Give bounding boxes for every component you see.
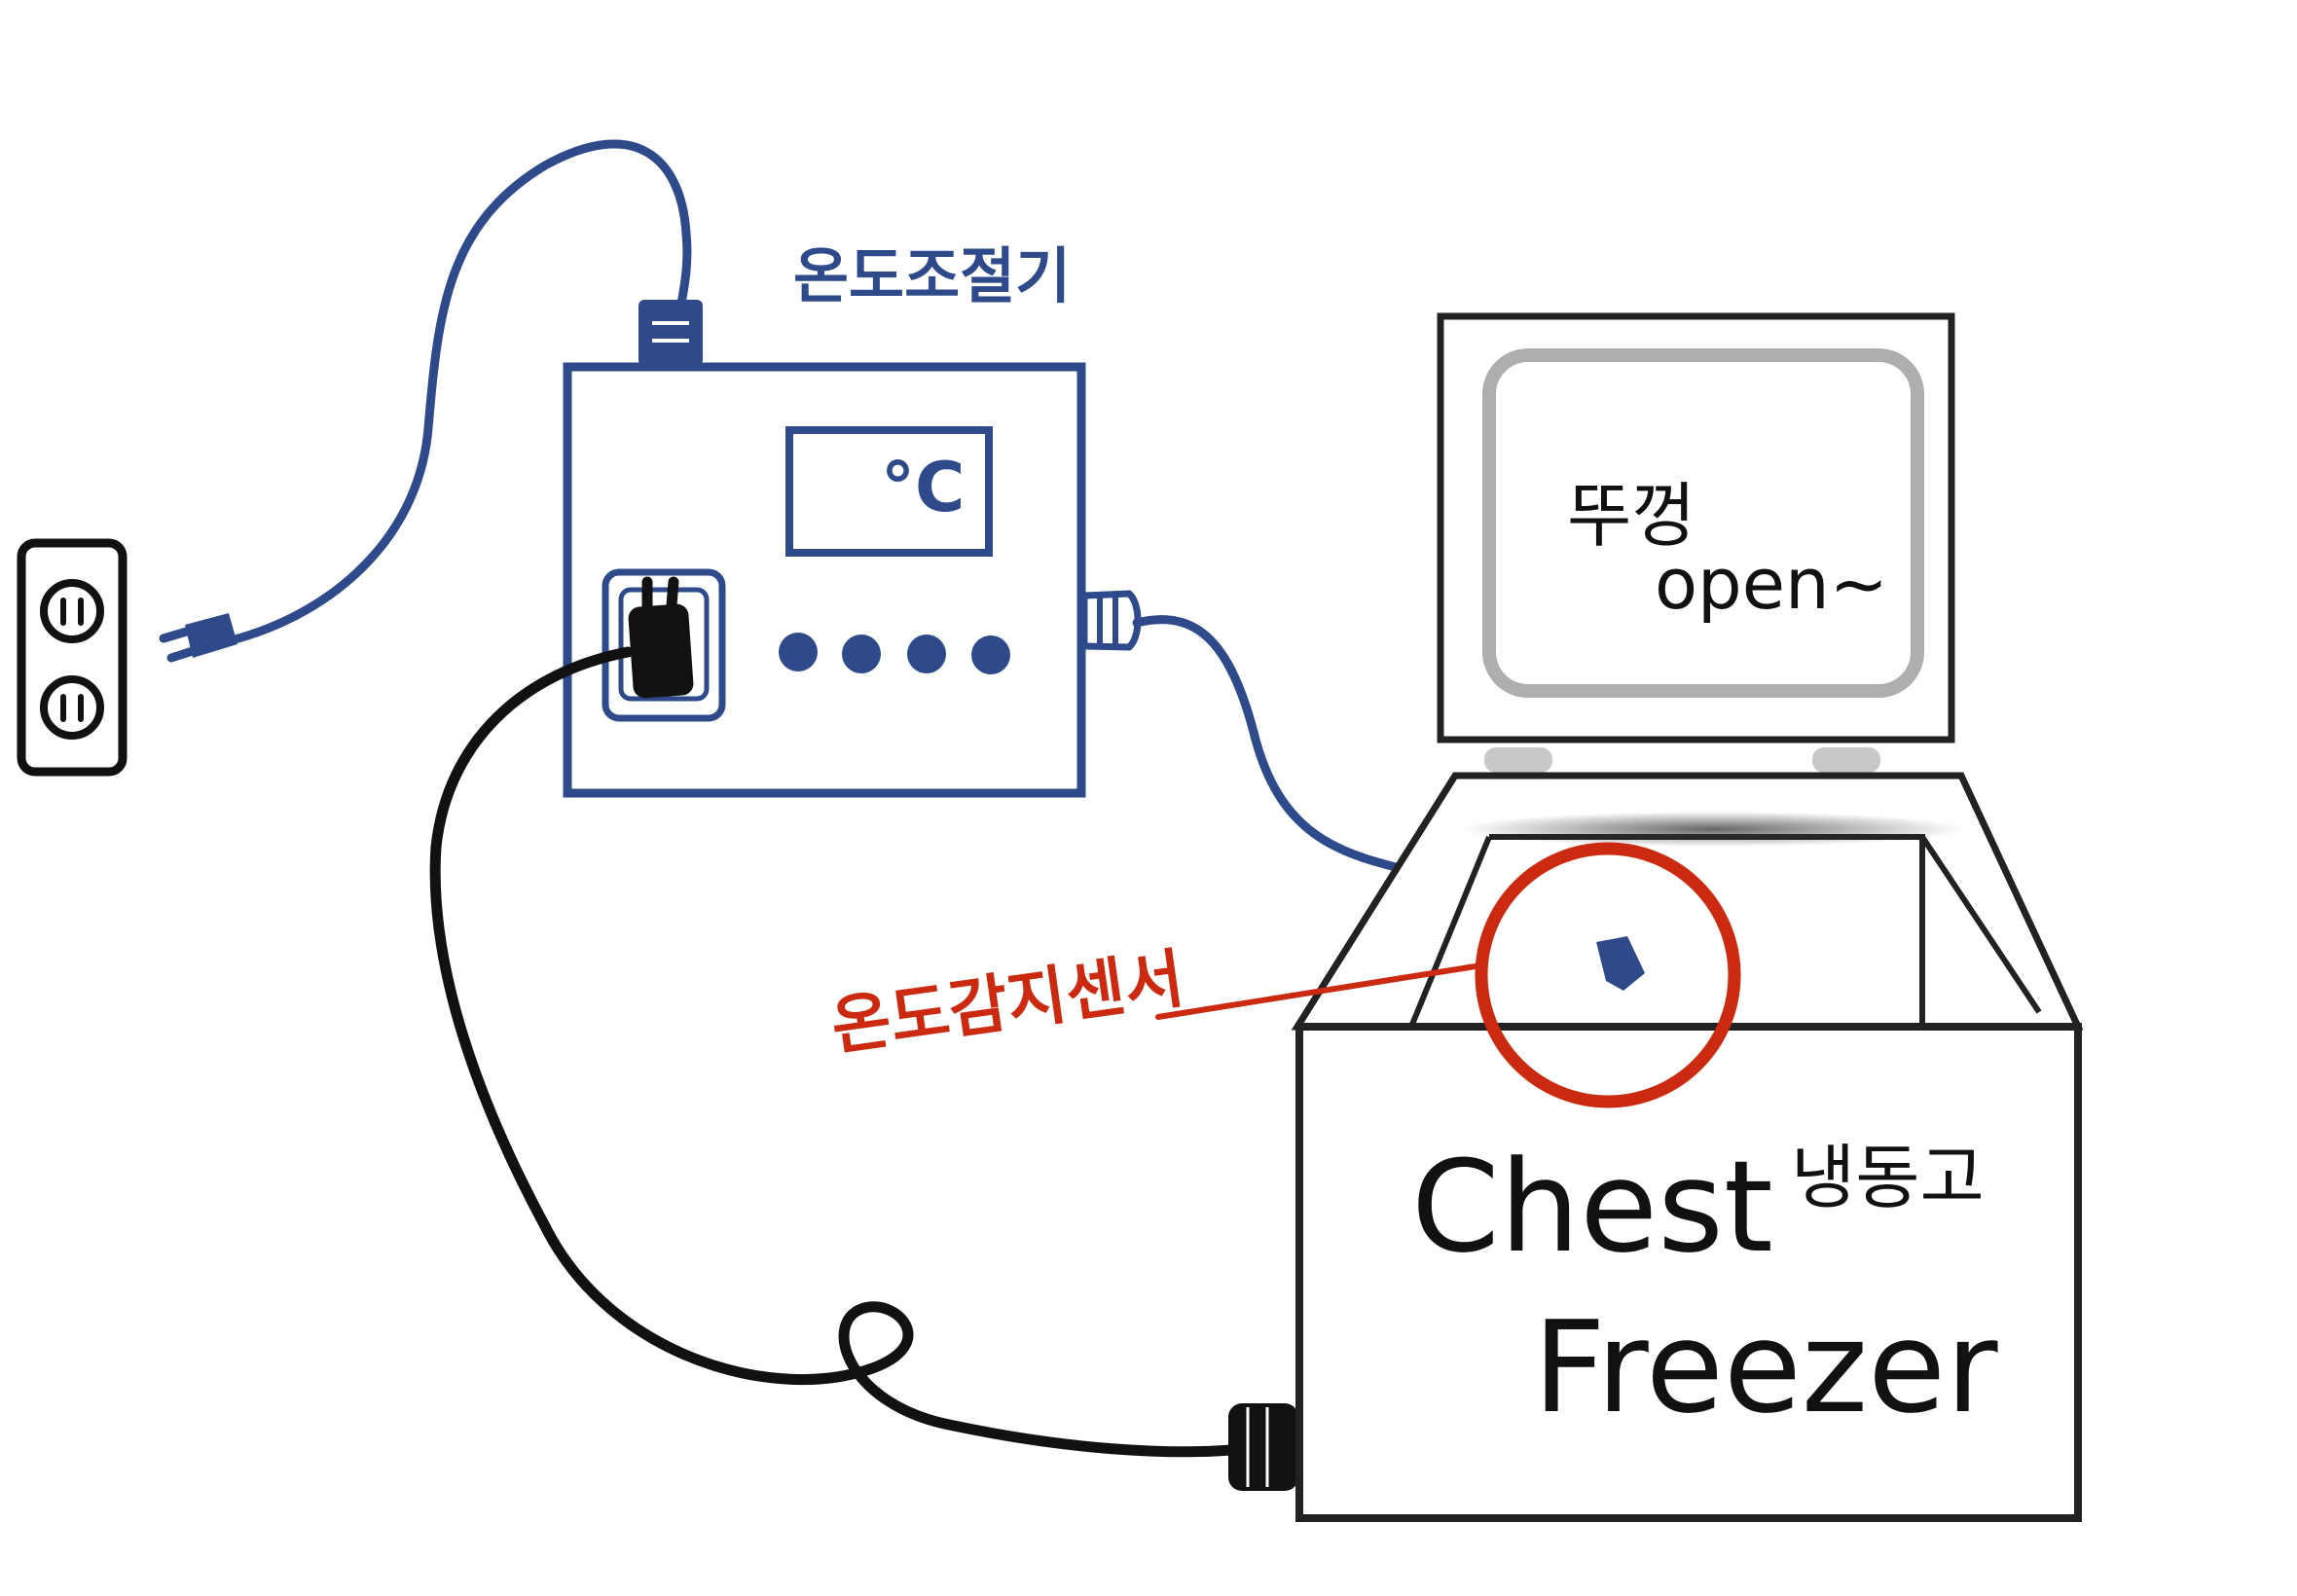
lid-label-line2: open~ — [1655, 543, 1888, 625]
temperature-display — [785, 426, 993, 557]
lid-hinge-left — [1484, 747, 1552, 773]
controller-button-4[interactable] — [971, 635, 1010, 674]
freezer-lid: 뚜껑 open~ — [1437, 312, 1955, 773]
freezer-front — [1295, 1023, 2082, 1522]
controller-button-1[interactable] — [779, 633, 818, 671]
controller-button-3[interactable] — [907, 635, 946, 673]
freezer-power-cable — [429, 646, 1237, 1458]
outlet-socket-top — [40, 579, 104, 643]
freezer-interior-shadow — [1460, 812, 1966, 847]
freezer-label-korean: 냉동고 — [1791, 1137, 1985, 1218]
sensor-highlight-circle — [1475, 842, 1741, 1108]
temperature-controller: °C — [563, 362, 1142, 798]
lid-label-line1: 뚜껑 — [1567, 475, 1695, 557]
chest-freezer: Chest 냉동고 Freezer — [1291, 772, 2084, 1522]
wall-outlet — [17, 538, 128, 777]
controller-power-plug — [159, 613, 237, 663]
lid-hinge-right — [1812, 747, 1880, 773]
freezer-label-freezer: Freezer — [1533, 1293, 1998, 1441]
freezer-label-chest: Chest — [1411, 1133, 1773, 1281]
controller-cable-connector — [638, 300, 703, 366]
freezer-power-plug — [628, 576, 694, 699]
controller-button-2[interactable] — [842, 635, 881, 673]
celsius-readout: °C — [881, 448, 965, 527]
sensor-label: 온도감지센서 — [827, 941, 1188, 1065]
controller-label: 온도조절기 — [793, 240, 1071, 311]
sensor-port — [1080, 590, 1142, 651]
outlet-socket-bottom — [40, 675, 104, 740]
freezer-cable-connector — [1228, 1403, 1298, 1491]
lid-panel — [1482, 348, 1924, 698]
temperature-sensor-probe — [1596, 936, 1645, 991]
sensor-pointer-line — [1155, 962, 1484, 1020]
controller-power-cable — [209, 139, 692, 649]
controller-buttons — [779, 633, 1010, 674]
